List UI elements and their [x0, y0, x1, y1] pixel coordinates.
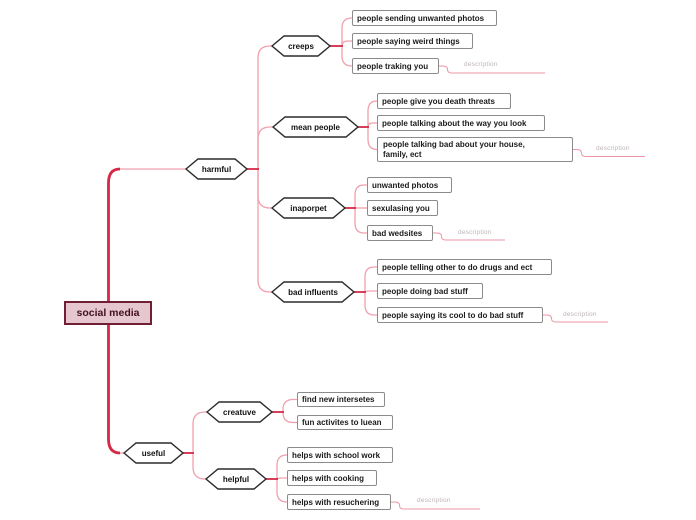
leaf-node[interactable]: people sending unwanted photos: [352, 10, 497, 26]
node-social-media[interactable]: social media: [64, 301, 152, 325]
description-link[interactable]: description: [464, 61, 498, 68]
description-connectors: [391, 65, 645, 510]
node-harmful[interactable]: harmful: [201, 164, 232, 174]
leaf-node[interactable]: people telling other to do drugs and ect: [377, 259, 552, 275]
description-link[interactable]: description: [596, 145, 630, 152]
trunk-connectors: [107, 45, 369, 480]
node-useful[interactable]: useful: [141, 448, 166, 458]
leaf-node[interactable]: find new intersetes: [297, 392, 385, 407]
hexagon-shapes: [122, 35, 360, 490]
node-creatuve[interactable]: creatuve: [223, 407, 256, 417]
node-helpful[interactable]: helpful: [222, 474, 250, 484]
node-inaporpet[interactable]: inaporpet: [290, 203, 327, 213]
leaf-node[interactable]: unwanted photos: [367, 177, 452, 193]
leaf-node[interactable]: helps with school work: [287, 447, 393, 463]
node-bad-influents[interactable]: bad influents: [288, 287, 338, 297]
leaf-node[interactable]: sexulasing you: [367, 200, 438, 216]
leaf-node[interactable]: people traking you: [352, 58, 439, 74]
leaf-node[interactable]: helps with resuchering: [287, 494, 391, 510]
leaf-node[interactable]: people saying its cool to do bad stuff: [377, 307, 543, 323]
leaf-node[interactable]: fun activites to luean: [297, 415, 393, 430]
leaf-node[interactable]: helps with cooking: [287, 470, 377, 486]
leaf-node[interactable]: people talking bad about your house, fam…: [377, 137, 573, 162]
leaf-node[interactable]: people talking about the way you look: [377, 115, 545, 131]
node-creeps[interactable]: creeps: [288, 41, 314, 51]
leaf-node[interactable]: people doing bad stuff: [377, 283, 483, 299]
description-link[interactable]: description: [417, 497, 451, 504]
description-link[interactable]: description: [458, 229, 492, 236]
leaf-node[interactable]: bad wedsites: [367, 225, 433, 241]
description-link[interactable]: description: [563, 311, 597, 318]
node-mean-people[interactable]: mean people: [291, 122, 340, 132]
leaf-node[interactable]: people give you death threats: [377, 93, 511, 109]
leaf-node[interactable]: people saying weird things: [352, 33, 473, 49]
